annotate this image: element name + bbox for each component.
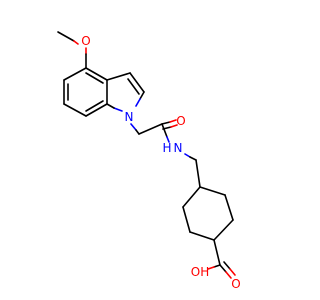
pyrrole-bond-1 [106, 72, 131, 81]
cyclohexane-bond-6 [199, 186, 226, 196]
c-oh-bond-red [207, 266, 215, 270]
co-double-red-2 [170, 124, 178, 128]
c-o-double-1-red [225, 271, 232, 279]
methyl-o-bond-red [73, 40, 79, 45]
ring-cooh-bond [213, 239, 221, 266]
indole-nitrogen-label: N [125, 110, 134, 124]
acid-oxygen-label: O [231, 277, 240, 291]
cyclohexane-bond-1 [182, 186, 201, 208]
cyclohexane-bond-5 [224, 194, 234, 221]
pyrrole-bond-4-blue [113, 107, 123, 112]
pyrrole-double [127, 78, 140, 95]
bonds [57, 31, 236, 279]
acid-hydroxyl-label: OH [191, 265, 209, 279]
molecule-structure-diagram: O N O N H OH O [57, 31, 241, 291]
atom-labels: O N O N H OH O [81, 34, 240, 291]
co-double-black-1 [161, 121, 171, 125]
amide-hydrogen-label: H [162, 141, 171, 155]
n-ch2-bond-blue [130, 123, 137, 131]
benzene-bond-1 [63, 67, 87, 81]
cyclohexane-bond-4 [213, 219, 234, 241]
c-oh-bond [213, 264, 221, 268]
c-o-double-2-red [229, 268, 236, 276]
cyclohexane-bond-2 [182, 206, 191, 233]
benzene-bond-4 [85, 103, 108, 117]
benzene-bond-3 [63, 103, 87, 117]
amide-nitrogen-label: N [174, 141, 183, 155]
ch2-ring-bond [195, 159, 201, 188]
n-ch2b-bond-blue [184, 153, 191, 158]
benzene-bond-6 [85, 67, 108, 81]
n-ch2-bond [135, 129, 140, 135]
methoxy-oxygen-label: O [81, 34, 90, 48]
benzene-double-3 [85, 72, 104, 84]
pyrrole-bond-4 [106, 103, 115, 109]
c-o-double-2 [223, 261, 231, 270]
c-o-double-1 [219, 264, 227, 273]
carbonyl-oxygen-label: O [176, 114, 185, 128]
n-ch2b-bond [189, 156, 197, 161]
pyrrole-bond-2 [129, 72, 145, 93]
cyclohexane-bond-3 [189, 231, 215, 241]
co-double-red-1 [169, 119, 177, 123]
methyl-o-bond [57, 31, 75, 42]
ch2-co-bond [138, 123, 163, 135]
co-n-bond-blue [166, 136, 170, 143]
pyrrole-bond-3-blue [135, 98, 141, 107]
benzene-double-2 [85, 100, 104, 112]
pyrrole-bond-3 [139, 91, 145, 100]
co-n-bond [161, 123, 168, 138]
